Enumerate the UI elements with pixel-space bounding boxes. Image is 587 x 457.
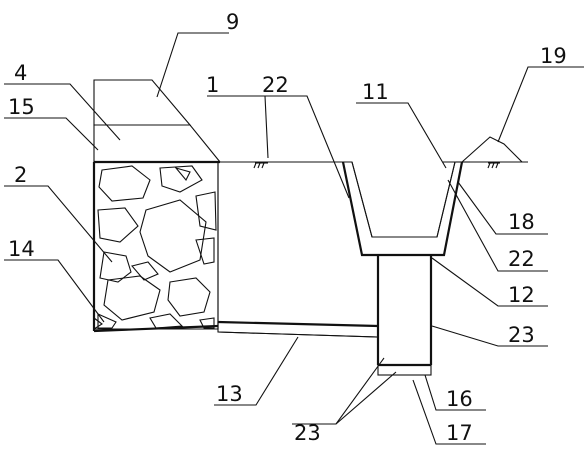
label-9: 9 (226, 10, 239, 34)
label-16: 16 (446, 387, 473, 411)
rock-fill-wall (93, 161, 219, 330)
drainage-column (377, 254, 432, 366)
ground-hatch-2 (487, 162, 500, 169)
label-12: 12 (508, 283, 535, 307)
label-23-right: 23 (508, 323, 535, 347)
soil-mound (460, 136, 524, 163)
label-22-top: 22 (262, 73, 289, 97)
label-15: 15 (8, 95, 35, 119)
label-19: 19 (540, 44, 567, 68)
leader-lines (4, 32, 584, 445)
label-14: 14 (8, 237, 35, 261)
label-18: 18 (508, 210, 535, 234)
label-2: 2 (14, 163, 27, 187)
label-13: 13 (216, 382, 243, 406)
brick-parapet (93, 79, 192, 126)
ground-hatch-1 (253, 162, 268, 169)
label-1: 1 (206, 73, 219, 97)
label-4: 4 (14, 61, 27, 85)
crosshatch-layer (93, 124, 222, 163)
label-22-right: 22 (508, 247, 535, 271)
label-11: 11 (362, 80, 389, 104)
label-23-bottom: 23 (294, 421, 321, 445)
label-17: 17 (446, 421, 473, 445)
channel-inner-wall (351, 161, 456, 238)
column-base-layer (377, 364, 432, 376)
